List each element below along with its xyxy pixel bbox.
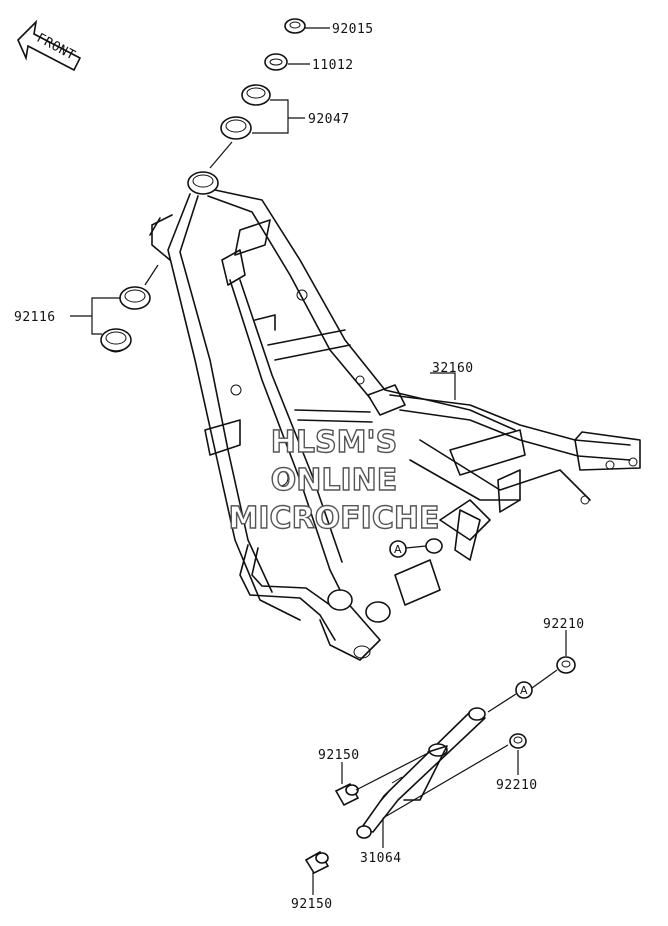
label-92210-bottom: 92210	[496, 778, 538, 793]
label-92150-top: 92150	[318, 748, 360, 763]
label-92047: 92047	[308, 112, 350, 127]
label-31064: 31064	[360, 851, 402, 866]
ref-marker-a-bracket: A	[515, 681, 533, 699]
watermark-line3: MICROFICHE	[229, 501, 440, 536]
ref-marker-a-frame: A	[389, 540, 407, 558]
label-32160: 32160	[432, 361, 474, 376]
bearing-92047-upper-icon	[241, 84, 271, 106]
label-92116: 92116	[14, 310, 56, 325]
washer-11012-icon	[264, 53, 288, 71]
watermark-line2: ONLINE	[271, 463, 398, 498]
label-92150-bottom: 92150	[291, 897, 333, 912]
collar-92150-bottom-icon	[304, 850, 330, 875]
bearing-92116-lower-icon	[100, 328, 132, 353]
frame-32160-icon	[149, 171, 641, 661]
bracket-31064-icon	[356, 707, 486, 839]
ref-marker-a-frame-label: A	[394, 543, 402, 556]
label-11012: 11012	[312, 58, 354, 73]
watermark: HLSM'S ONLINE MICROFICHE	[228, 424, 440, 536]
collar-92150-top-icon	[334, 782, 360, 807]
nut-92015-icon	[284, 18, 306, 34]
label-92210-top: 92210	[543, 617, 585, 632]
bearing-92047-lower-icon	[220, 116, 252, 140]
label-92015: 92015	[332, 22, 374, 37]
bearing-92116-upper-icon	[119, 286, 151, 310]
ref-marker-a-bracket-label: A	[520, 684, 528, 697]
front-arrow-icon: FRONT	[17, 19, 82, 72]
nut-92210-bottom-icon	[509, 733, 527, 749]
nut-92210-top-icon	[556, 656, 576, 674]
watermark-line1: HLSM'S	[271, 425, 397, 460]
